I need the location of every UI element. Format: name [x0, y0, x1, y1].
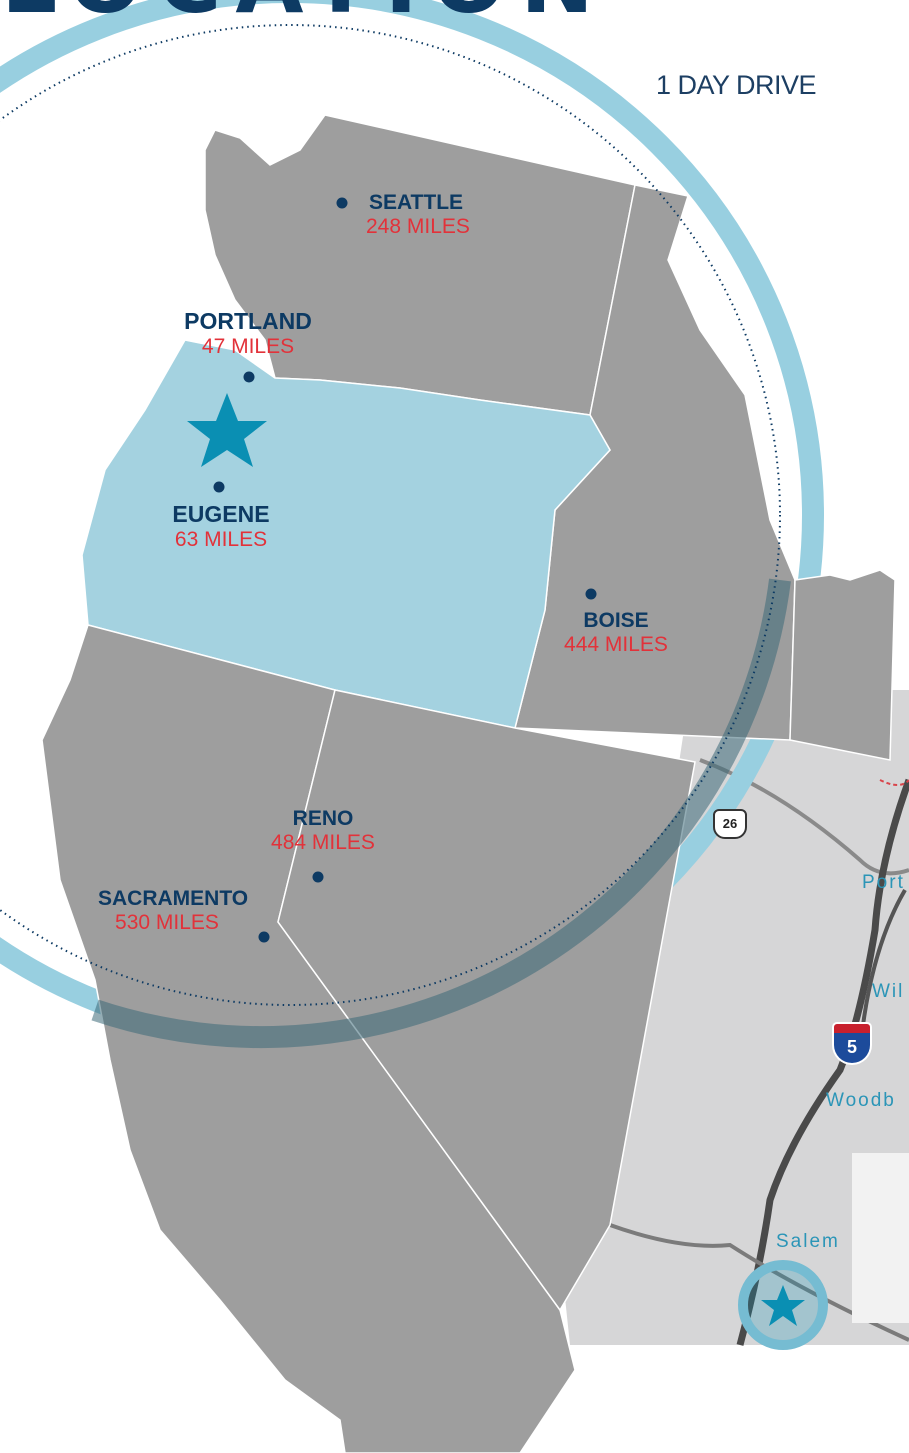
city-name: RENO — [292, 807, 354, 830]
inset-place-label: Salem — [776, 1231, 840, 1252]
star-icon — [187, 393, 267, 467]
city-label-boise: BOISE 444 MILES — [560, 609, 672, 656]
interstate-shield-top — [832, 1022, 872, 1033]
city-name: PORTLAND — [184, 308, 312, 334]
city-name: EUGENE — [172, 501, 270, 527]
city-dot-icon — [243, 371, 255, 383]
drive-time-label: 1 DAY DRIVE — [656, 70, 817, 100]
city-label-reno: RENO 484 MILES — [270, 807, 376, 854]
city-distance: 444 MILES — [564, 632, 668, 656]
interstate-shield-icon: 5 — [832, 1022, 872, 1065]
city-dot-icon — [258, 931, 270, 943]
city-label-eugene: EUGENE 63 MILES — [166, 501, 276, 551]
city-label-sacramento: SACRAMENTO 530 MILES — [98, 887, 249, 934]
inset-map — [560, 690, 909, 1346]
city-name: SACRAMENTO — [98, 887, 249, 910]
city-distance: 248 MILES — [366, 214, 470, 238]
interstate-shield-number: 5 — [832, 1033, 872, 1065]
city-distance: 47 MILES — [201, 334, 295, 358]
city-distance: 484 MILES — [271, 830, 375, 854]
city-dot-icon — [312, 871, 324, 883]
city-distance: 63 MILES — [174, 527, 268, 551]
ring-overlay — [91, 578, 791, 1049]
inset-legend-card — [852, 1153, 909, 1323]
drive-radius-dotted — [0, 24, 781, 1006]
city-dot-icon — [585, 588, 597, 600]
city-dot-icon — [336, 197, 348, 209]
state-nevada — [277, 689, 696, 1312]
city-dot-icon — [213, 481, 225, 493]
state-washington — [204, 114, 636, 416]
city-label-portland: PORTLAND 47 MILES — [183, 308, 313, 358]
inset-place-label: Woodb — [826, 1090, 896, 1111]
inset-place-label: Wil — [872, 981, 905, 1002]
city-name: BOISE — [583, 609, 649, 632]
us-route-shield-icon: 26 — [713, 809, 747, 839]
star-icon — [761, 1285, 805, 1326]
city-distance: 530 MILES — [115, 910, 219, 934]
inset-star-marker — [738, 1260, 828, 1350]
city-label-seattle: SEATTLE 248 MILES — [366, 191, 470, 238]
state-east-sliver — [789, 569, 896, 761]
city-name: SEATTLE — [368, 191, 464, 214]
inset-place-label: Port — [862, 872, 905, 893]
page-title: LOCATION — [0, 0, 759, 33]
